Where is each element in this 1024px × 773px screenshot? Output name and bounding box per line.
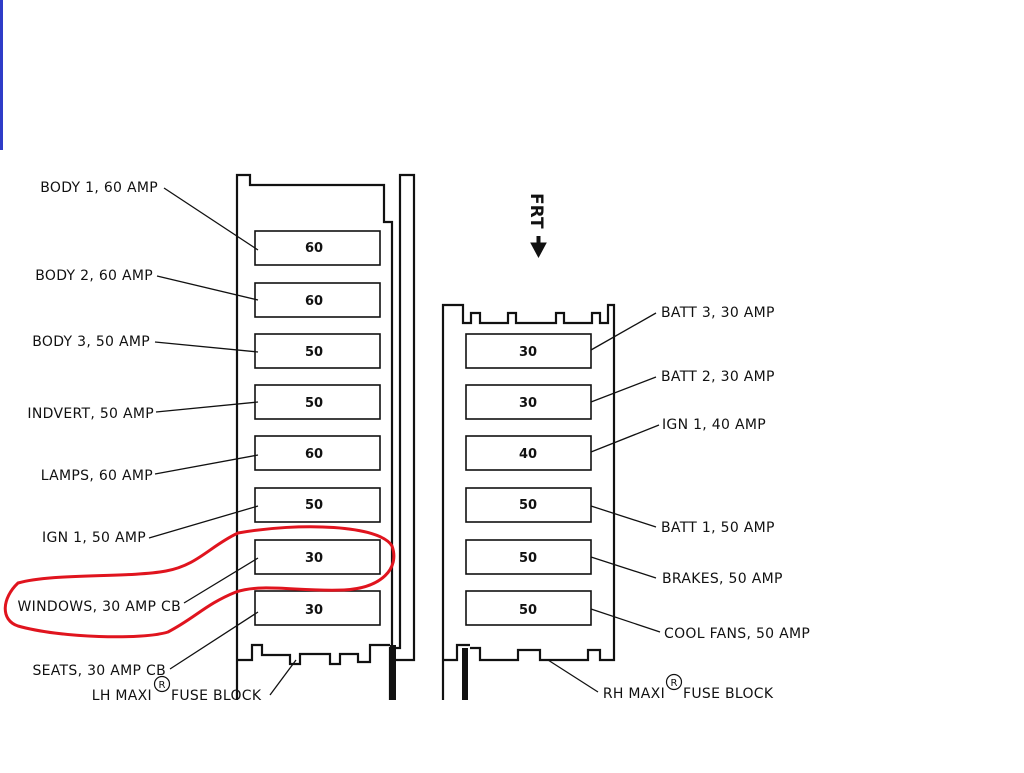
rh-fuse-3: 40 xyxy=(465,435,592,471)
lh-fuse-3: 50 xyxy=(254,333,381,369)
fuse-value: 30 xyxy=(305,551,323,566)
rh-block-name-prefix: RH MAXI xyxy=(603,686,665,702)
lh-block-name-prefix: LH MAXI xyxy=(92,688,152,704)
fuse-value: 30 xyxy=(519,396,537,411)
lh-block-name: LH MAXI R FUSE BLOCK xyxy=(92,675,262,704)
lh-fuse-label: BODY 2, 60 AMP xyxy=(35,268,153,284)
fuse-value: 50 xyxy=(305,396,323,411)
left-edge-accent xyxy=(0,0,3,150)
registered-mark-icon xyxy=(153,675,171,693)
rh-fuse-label: BRAKES, 50 AMP xyxy=(662,571,783,587)
fuse-value: 50 xyxy=(519,551,537,566)
rh-fuse-label: BATT 1, 50 AMP xyxy=(661,520,775,536)
fuse-value: 50 xyxy=(519,498,537,513)
lh-fuse-5: 60 xyxy=(254,435,381,471)
rh-fuse-4: 50 xyxy=(465,487,592,523)
lh-fuse-label: IGN 1, 50 AMP xyxy=(42,530,146,546)
rh-fuse-label: COOL FANS, 50 AMP xyxy=(664,626,810,642)
front-indicator-label: FRT xyxy=(526,193,546,229)
rh-fuse-label: BATT 3, 30 AMP xyxy=(661,305,775,321)
rh-block-name: RH MAXI R FUSE BLOCK xyxy=(603,673,774,702)
lh-fuse-label: LAMPS, 60 AMP xyxy=(41,468,153,484)
registered-mark-letter: R xyxy=(159,680,166,691)
fuse-value: 50 xyxy=(305,498,323,513)
rh-leader-lines xyxy=(547,312,661,693)
fuse-value: 40 xyxy=(519,447,537,462)
rh-fuse-2: 30 xyxy=(465,384,592,420)
rh-block-name-suffix: FUSE BLOCK xyxy=(683,686,774,702)
lh-fuse-2: 60 xyxy=(254,282,381,318)
lh-fuse-7: 30 xyxy=(254,539,381,575)
fuse-value: 60 xyxy=(305,294,323,309)
fuse-value: 60 xyxy=(305,241,323,256)
lh-fuse-label: INDVERT, 50 AMP xyxy=(27,406,154,422)
lh-fuse-1: 60 xyxy=(254,230,381,266)
registered-mark-icon xyxy=(665,673,683,691)
registered-mark-letter: R xyxy=(671,678,678,689)
lh-fuse-label: SEATS, 30 AMP CB xyxy=(32,663,166,679)
lh-fuse-label: BODY 1, 60 AMP xyxy=(40,180,158,196)
rh-fuse-5: 50 xyxy=(465,539,592,575)
lh-fuse-label: BODY 3, 50 AMP xyxy=(32,334,150,350)
lh-block-name-suffix: FUSE BLOCK xyxy=(171,688,262,704)
rh-block-housing xyxy=(441,303,616,700)
lh-fuse-label: WINDOWS, 30 AMP CB xyxy=(18,599,181,615)
lh-fuse-6: 50 xyxy=(254,487,381,523)
rh-fuse-6: 50 xyxy=(465,590,592,626)
fuse-value: 30 xyxy=(519,345,537,360)
rh-fuse-1: 30 xyxy=(465,333,592,369)
fuse-value: 50 xyxy=(519,603,537,618)
windows-fuse-highlight xyxy=(3,525,396,639)
lh-fuse-4: 50 xyxy=(254,384,381,420)
lh-fuse-8: 30 xyxy=(254,590,381,626)
fuse-value: 50 xyxy=(305,345,323,360)
fuse-value: 30 xyxy=(305,603,323,618)
rh-fuse-label: IGN 1, 40 AMP xyxy=(662,417,766,433)
rh-fuse-label: BATT 2, 30 AMP xyxy=(661,369,775,385)
fuse-value: 60 xyxy=(305,447,323,462)
lh-leader-lines xyxy=(148,187,297,696)
